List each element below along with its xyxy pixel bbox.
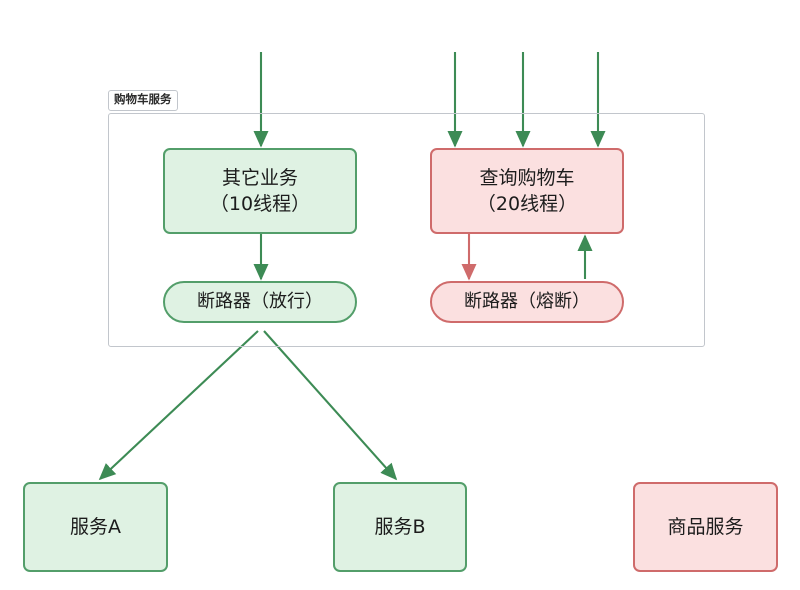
shopping-cart-service-group-label: 购物车服务 — [108, 90, 178, 111]
node-breaker-pass[interactable]: 断路器（放行） — [163, 281, 357, 323]
node-other-business-line2: （10线程） — [209, 193, 311, 215]
node-other-business-line1: 其它业务 — [221, 166, 298, 189]
edge-breaker-pass-to-service-b — [263, 330, 398, 481]
node-service-a[interactable]: 服务A — [23, 482, 168, 572]
node-other-business[interactable]: 其它业务 （10线程） — [163, 148, 357, 234]
node-breaker-trip-label: 断路器（熔断） — [464, 290, 590, 312]
node-breaker-trip[interactable]: 断路器（熔断） — [430, 281, 624, 323]
node-breaker-pass-label: 断路器（放行） — [197, 290, 323, 312]
node-service-b[interactable]: 服务B — [333, 482, 467, 572]
node-query-cart-line1: 查询购物车 — [479, 166, 575, 189]
node-service-a-label: 服务A — [70, 515, 121, 538]
node-service-b-label: 服务B — [374, 515, 426, 538]
node-product-service-label: 商品服务 — [667, 515, 744, 538]
node-query-cart[interactable]: 查询购物车 （20线程） — [430, 148, 624, 234]
shopping-cart-service-group — [108, 113, 705, 347]
node-query-cart-line2: （20线程） — [476, 193, 578, 215]
edge-breaker-pass-to-service-a — [98, 330, 259, 481]
node-product-service[interactable]: 商品服务 — [633, 482, 778, 572]
